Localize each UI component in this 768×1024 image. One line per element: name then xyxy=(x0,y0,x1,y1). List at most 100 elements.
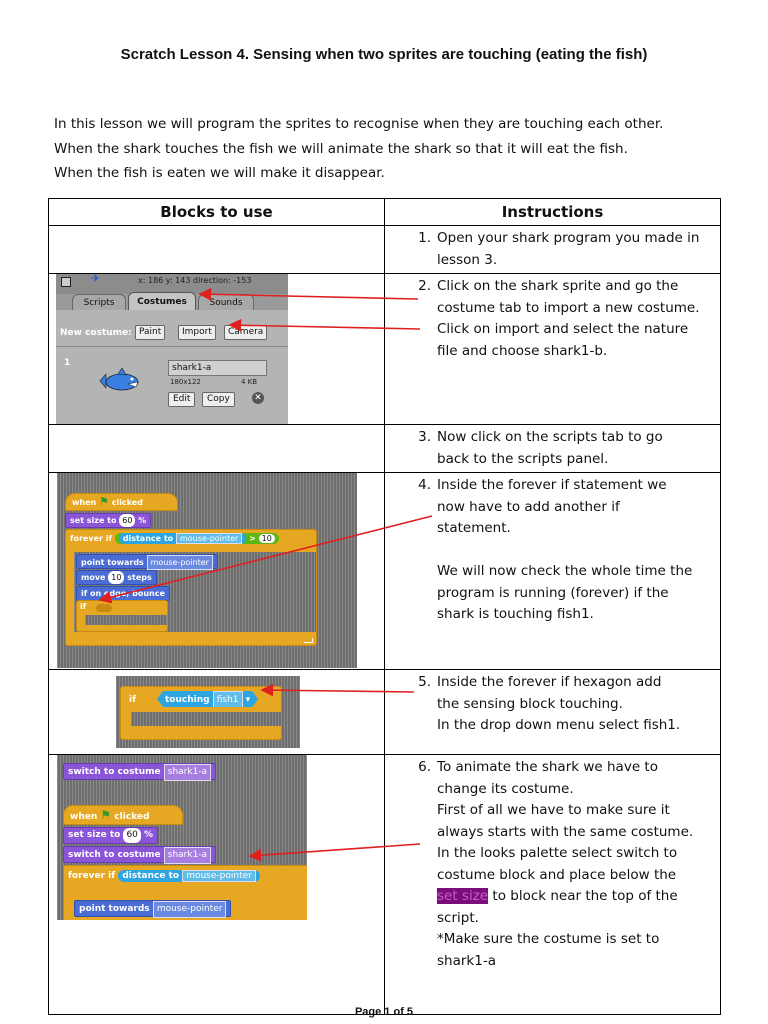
forever-if-block: forever if distance to mouse-pointer poi… xyxy=(63,865,307,920)
instruction-cell-5: 5. Inside the forever if hexagon add the… xyxy=(384,669,721,755)
distance-to-block: distance to mouse-pointer xyxy=(118,533,247,544)
percent-label: % xyxy=(138,516,147,525)
step-number: 3. xyxy=(418,429,431,445)
instruction-line: shark is touching fish1. xyxy=(437,606,594,622)
edit-button[interactable]: Edit xyxy=(168,392,196,407)
gt-value[interactable]: 10 xyxy=(258,534,275,543)
instruction-line: Now click on the scripts tab to go xyxy=(437,429,663,445)
highlight-continuation: to block near the top of the xyxy=(488,888,678,904)
paint-button[interactable]: Paint xyxy=(135,325,166,340)
instruction-line: In the looks palette select switch to xyxy=(437,845,678,861)
size-value[interactable]: 60 xyxy=(119,514,136,527)
set-size-label: set size to xyxy=(70,516,117,525)
instruction-line: now have to add another if xyxy=(437,498,620,515)
stop-icon xyxy=(61,277,71,287)
tab-costumes[interactable]: Costumes xyxy=(128,292,196,311)
new-costume-label: New costume: xyxy=(60,328,132,338)
set-size-block: set size to 60 % xyxy=(65,513,152,528)
blocks-cell-3 xyxy=(48,424,385,473)
if-label: if xyxy=(129,695,137,705)
step-number: 5. xyxy=(418,674,431,690)
script-forever-if-screenshot: when ⚑ clicked set size to 60 % forever … xyxy=(57,473,357,668)
blocks-cell-1 xyxy=(48,225,385,274)
green-flag-icon: ⚑ xyxy=(99,495,109,508)
instruction-line: back to the scripts panel. xyxy=(437,450,609,467)
instruction-line: always starts with the same costume. xyxy=(437,823,694,840)
lesson-table: Blocks to use Instructions 1. Open your … xyxy=(48,198,721,1015)
point-target-dropdown[interactable]: mouse-pointer xyxy=(146,555,213,570)
move-steps-block: move 10 steps xyxy=(76,570,157,585)
switch-label: switch to costume xyxy=(68,850,161,860)
touching-block: touching fish1 ▾ xyxy=(157,691,259,707)
point-target-dropdown[interactable]: mouse-pointer xyxy=(152,901,227,918)
move-value[interactable]: 10 xyxy=(108,571,125,584)
instruction-line: the sensing block touching. xyxy=(437,695,623,712)
dropdown-arrow-icon: ▾ xyxy=(245,695,251,705)
distance-target-dropdown[interactable]: mouse-pointer xyxy=(175,533,243,544)
instruction-line: Click on the shark sprite and go the xyxy=(437,278,679,294)
camera-button[interactable]: Camera xyxy=(224,325,268,340)
instruction-cell-4: 4. Inside the forever if statement we no… xyxy=(384,472,721,670)
set-size-label: set size to xyxy=(68,830,121,840)
instruction-cell-1: 1. Open your shark program you made in l… xyxy=(384,225,721,274)
costume-dropdown[interactable]: shark1-a xyxy=(163,764,212,781)
distance-to-label: distance to xyxy=(122,534,174,543)
instruction-line: statement. xyxy=(437,520,511,536)
instruction-cell-3: 3. Now click on the scripts tab to go ba… xyxy=(384,424,721,473)
sprite-info: x: 186 y: 143 direction: -153 xyxy=(138,276,252,285)
move-label: move xyxy=(81,573,106,582)
instruction-line: Inside the forever if hexagon add xyxy=(437,674,662,690)
switch-costume-block: switch to costume shark1-a xyxy=(63,763,217,781)
tab-scripts[interactable]: Scripts xyxy=(72,294,126,311)
instruction-line: costume tab to import a new costume. xyxy=(437,299,700,316)
instruction-line: change its costume. xyxy=(437,780,574,797)
instruction-line: We will now check the whole time the xyxy=(437,563,693,579)
switch-label: switch to costume xyxy=(68,767,161,777)
instruction-cell-6: 6. To animate the shark we have to chang… xyxy=(384,754,721,1015)
costume-size: 180x122 xyxy=(170,378,201,386)
tab-sounds[interactable]: Sounds xyxy=(198,294,254,311)
point-towards-block: point towards mouse-pointer xyxy=(74,900,232,918)
point-towards-block: point towards mouse-pointer xyxy=(76,554,218,570)
set-size-highlight: set size xyxy=(437,888,489,904)
instruction-line: Open your shark program you made in xyxy=(437,230,700,246)
forever-if-block: forever if distance to mouse-pointer > 1… xyxy=(65,529,317,646)
touching-target-dropdown[interactable]: fish1 xyxy=(212,691,243,707)
clicked-label: clicked xyxy=(114,812,150,822)
steps-label: steps xyxy=(127,573,152,582)
forever-if-label: forever if xyxy=(70,534,112,543)
when-clicked-hat: when ⚑ clicked xyxy=(63,805,183,825)
header-instructions: Instructions xyxy=(384,198,721,226)
set-size-block: set size to 60 % xyxy=(63,827,159,844)
instruction-line: script. xyxy=(437,909,479,926)
resize-corner-icon xyxy=(304,638,313,643)
forever-if-label: forever if xyxy=(68,871,116,881)
blocks-cell-5: if touching fish1 ▾ xyxy=(48,669,385,755)
instruction-line: shark1-a xyxy=(437,952,496,969)
script-costume-screenshot: switch to costume shark1-a when ⚑ clicke… xyxy=(57,755,307,920)
instruction-line: In the drop down menu select fish1. xyxy=(437,717,681,733)
instruction-line: *Make sure the costume is set to xyxy=(437,931,660,947)
header-blocks: Blocks to use xyxy=(48,198,385,226)
size-value[interactable]: 60 xyxy=(123,828,141,843)
costume-dropdown[interactable]: shark1-a xyxy=(163,847,212,864)
costume-name-field[interactable]: shark1-a xyxy=(168,360,267,376)
intro-line: When the shark touches the fish we will … xyxy=(54,140,628,157)
delete-icon[interactable]: ✕ xyxy=(252,392,264,404)
instruction-line: file and choose shark1-b. xyxy=(437,342,608,359)
costume-index: 1 xyxy=(64,358,71,368)
distance-to-block: distance to mouse-pointer xyxy=(118,870,260,882)
instruction-line: Click on import and select the nature xyxy=(437,321,689,337)
distance-target-dropdown[interactable]: mouse-pointer xyxy=(182,870,256,882)
point-towards-label: point towards xyxy=(81,558,144,567)
empty-hexagon-slot xyxy=(95,604,113,612)
step-number: 6. xyxy=(418,759,431,775)
intro-line: In this lesson we will program the sprit… xyxy=(54,116,664,132)
import-button[interactable]: Import xyxy=(178,325,216,340)
script-touching-screenshot: if touching fish1 ▾ xyxy=(116,676,300,748)
bounce-block: if on edge, bounce xyxy=(76,586,170,601)
gt-label: > xyxy=(249,534,256,543)
copy-button[interactable]: Copy xyxy=(202,392,235,407)
percent-label: % xyxy=(144,830,154,840)
when-label: when xyxy=(70,812,98,822)
